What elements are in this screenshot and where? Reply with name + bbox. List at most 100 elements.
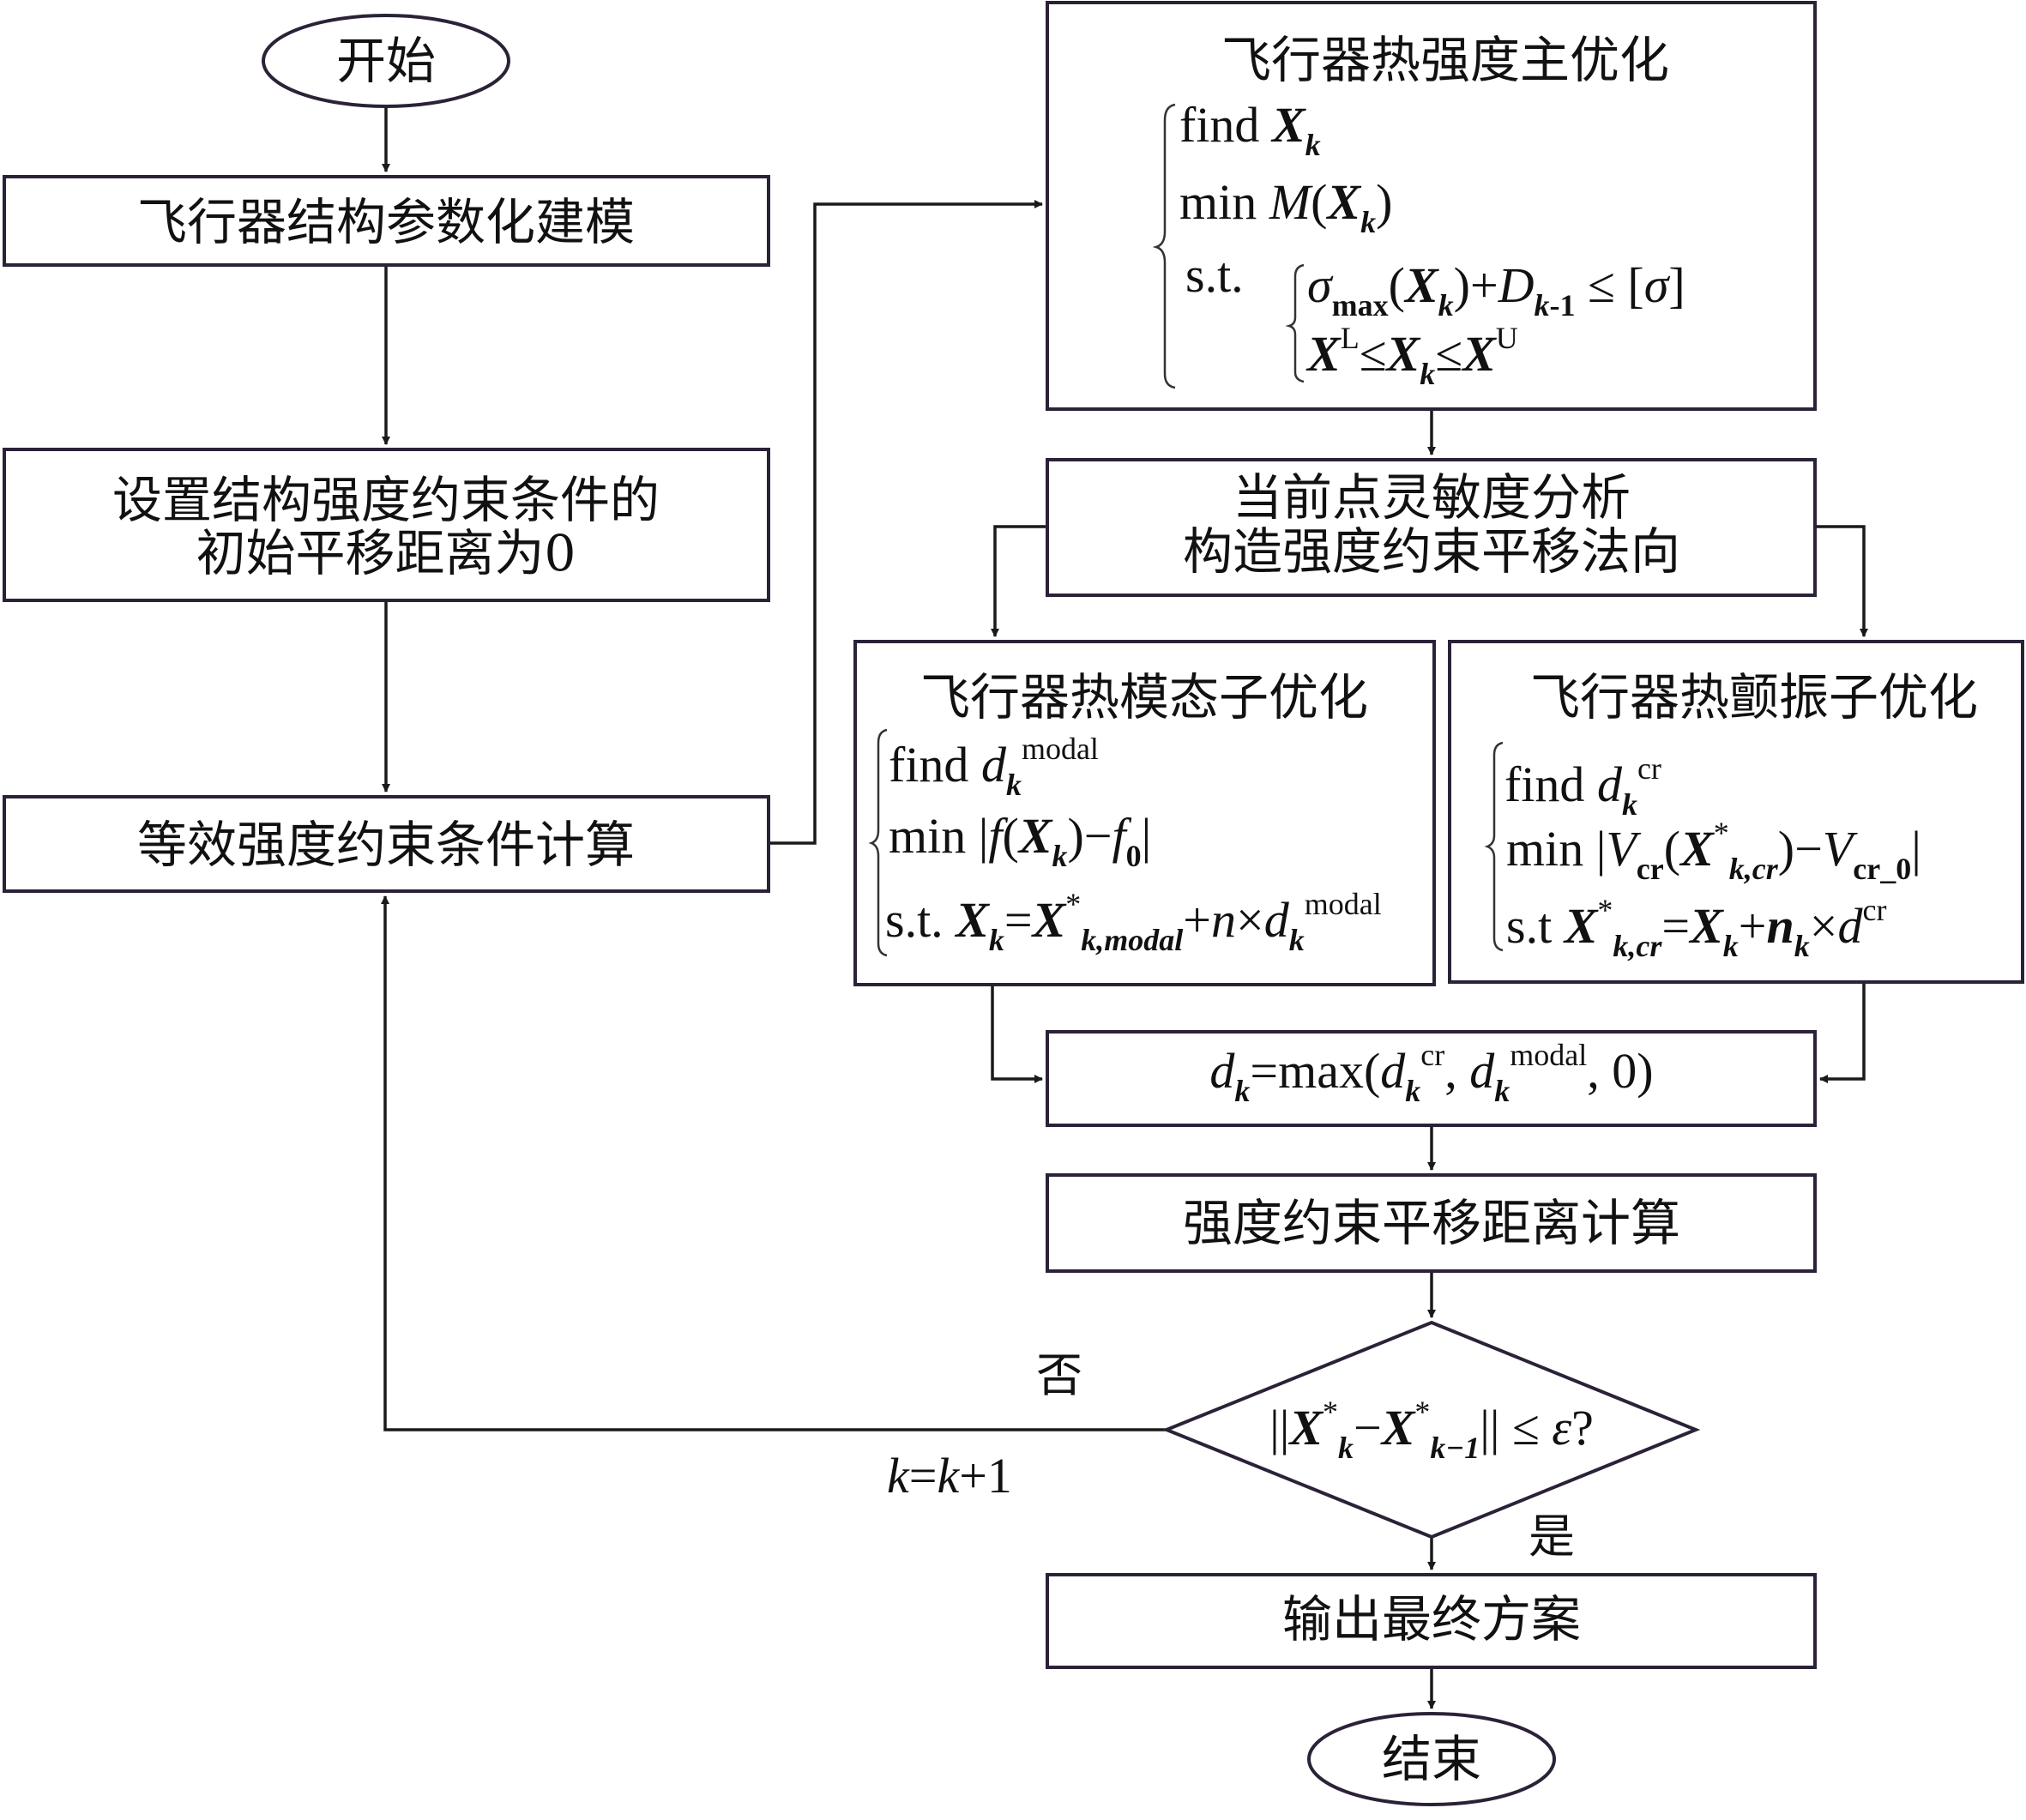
formula-part: 0 [1126,839,1142,873]
formula-part: X [1017,808,1053,864]
formula-part: k [1052,839,1067,873]
formula-part: d [1209,1043,1235,1099]
modal-title: 飞行器热模态子优化 [920,668,1368,726]
formula-part: d [1597,756,1623,812]
formula-part: +1 [959,1448,1012,1504]
flutter-brace [1484,741,1504,952]
modal-min-formula: min |f(Xk)−f0| [889,808,1151,873]
formula-part: X [1325,174,1361,230]
main-min-formula: min M(Xk) [1179,174,1392,239]
param-model-box [3,175,770,267]
formula-part: k [887,1448,910,1504]
formula-part: k [1622,787,1637,822]
formula-part: ( [1311,174,1327,230]
param-model-label: 飞行器结构参数化建模 [137,193,635,251]
formula-part: k,modal [1081,923,1183,957]
output-box [1046,1573,1817,1669]
formula-part: M [1269,174,1313,230]
formula-part: k [989,923,1004,957]
flutter-min-formula: min |Vcr(X*k,cr)−Vcr_0| [1506,816,1921,886]
formula-part: * [1714,816,1729,850]
formula-part: | [1142,808,1152,864]
formula-part: X [1380,1400,1416,1455]
formula-part: V [1823,821,1859,877]
formula-part: k [1234,1074,1250,1108]
formula-part: ≤ [1435,326,1462,382]
formula-part: d [981,737,1007,792]
distance-calc-box [1046,1173,1817,1273]
formula-part: d [1469,1043,1495,1099]
formula-part: * [1323,1395,1338,1429]
arrow-decision-no-loop [381,895,1167,1431]
main-title: 飞行器热强度主优化 [1221,31,1669,89]
end-terminal [1307,1712,1556,1806]
formula-part: k [1338,1431,1354,1465]
formula-part: || ≤ [1480,1400,1552,1455]
formula-part: cr [1637,751,1661,786]
main-st-label: s.t. [1185,247,1244,303]
formula-part: n [1211,892,1236,948]
formula-part: cr [1420,1038,1444,1072]
formula-part: X [954,892,990,948]
formula-part: × [1236,892,1264,948]
formula-part: X [1385,326,1421,382]
formula-part: X [1461,326,1497,382]
formula-part: d [1264,892,1290,948]
formula-part: ≤ [ [1576,257,1644,313]
formula-part: X [1688,898,1724,954]
sens-line2: 构造强度约束平移法向 [1183,522,1680,581]
formula-part: modal [1022,732,1099,766]
formula-part: || [1269,1400,1289,1455]
formula-part: k [1794,929,1810,963]
sensitivity-box [1046,458,1817,597]
formula-part: , [1444,1043,1469,1099]
formula-part: min [1179,174,1269,230]
formula-part: − [1354,1400,1382,1455]
formula-part: ≤ [1360,326,1387,382]
formula-part: L [1341,321,1360,355]
formula-part: × [1810,898,1838,954]
formula-part: s.t [1506,898,1565,954]
sens-line1: 当前点灵敏度分析 [1233,468,1631,527]
formula-part: max [1332,288,1389,322]
formula-part: X [1679,821,1715,877]
modal-suboptimization-box [853,640,1436,986]
formula-part: D [1498,257,1535,313]
formula-part: X [1031,892,1067,948]
output-label: 输出最终方案 [1282,1590,1581,1648]
formula-part: k,cr [1613,929,1662,963]
convergence-decision [1161,1320,1701,1540]
formula-part: )+ [1454,257,1498,313]
formula-part: k,cr [1729,852,1779,886]
formula-part: n [1767,898,1794,954]
formula-part: = [909,1448,938,1504]
formula-part: = [1661,898,1690,954]
formula-part: * [1414,1395,1430,1429]
formula-part: σ [1307,257,1334,313]
formula-part: min | [889,808,988,864]
max-formula: dk=max(dkcr, dkmodal, 0) [1209,1038,1653,1108]
arrow-equiv-to-main [769,200,1043,845]
formula-part: ? [1571,1400,1594,1455]
formula-part: k [937,1448,960,1504]
formula-part: d [1837,898,1863,954]
formula-part: , 0) [1587,1043,1653,1099]
formula-part: k [1420,357,1435,391]
formula-part: modal [1305,887,1382,921]
init-line2: 初始平移距离为0 [196,524,576,582]
distance-calc-label: 强度约束平移距离计算 [1183,1194,1680,1252]
formula-part: k−1 [1430,1431,1480,1465]
formula-part: cr [1862,893,1886,927]
formula-part: min | [1506,821,1606,877]
formula-part: U [1496,321,1518,355]
formula-part: cr [1637,852,1664,886]
formula-part: k [1438,288,1454,322]
formula-part: s.t. [885,892,956,948]
formula-part: d [1380,1043,1406,1099]
connectors [381,106,1868,1709]
max-distance-box [1046,1030,1817,1127]
formula-part: X [1305,326,1342,382]
formula-part: -1 [1550,288,1576,322]
formula-part: )− [1067,808,1112,864]
